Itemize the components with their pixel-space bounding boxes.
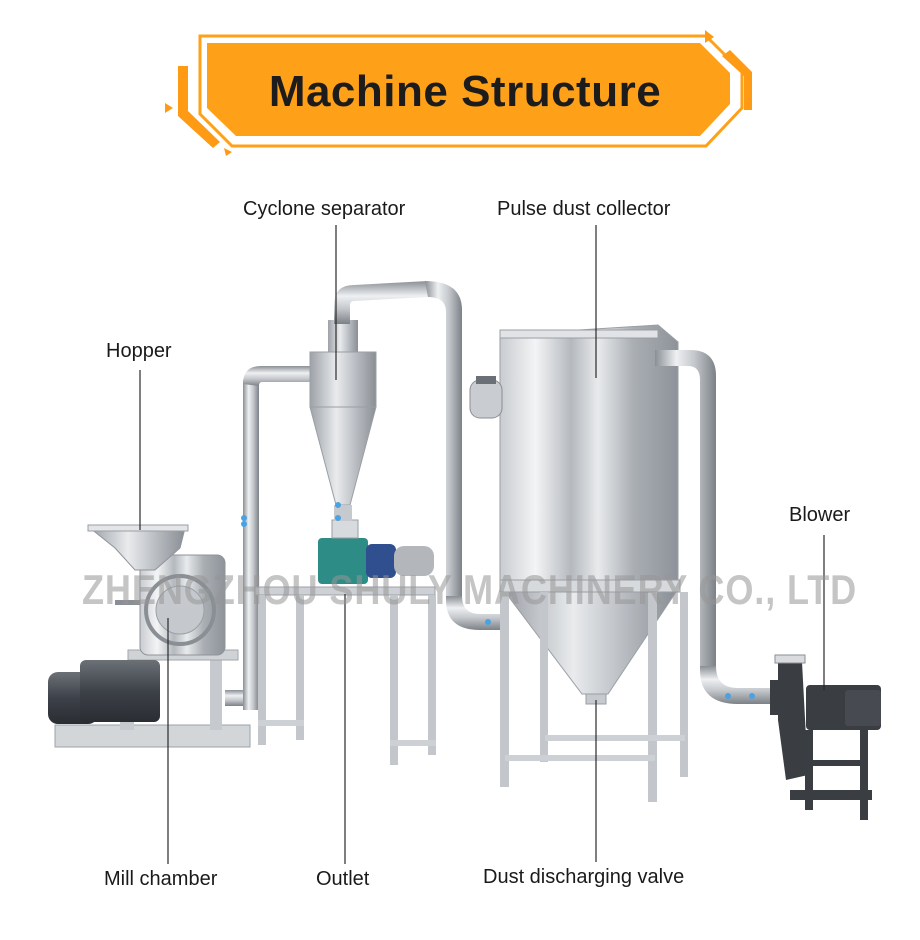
ducting-right — [655, 350, 775, 704]
outlet-table — [254, 519, 436, 765]
blower — [770, 654, 881, 820]
pulse-dust-collector — [469, 324, 688, 802]
leader-lines — [139, 225, 825, 864]
label-pulse-dust-collector: Pulse dust collector — [497, 198, 671, 220]
banner-frame-graphic — [165, 30, 752, 156]
label-dust-discharging-valve: Dust discharging valve — [483, 866, 685, 888]
company-watermark: ZHENGZHOU SHULY MACHINERY CO., LTD — [82, 566, 858, 613]
ducting-top — [334, 281, 505, 630]
label-blower: Blower — [789, 504, 851, 526]
label-cyclone-separator: Cyclone separator — [243, 198, 406, 220]
title-banner: Machine Structure — [0, 0, 920, 160]
pulverizer-mill — [48, 524, 251, 748]
banner-title: Machine Structure — [268, 67, 662, 116]
label-hopper: Hopper — [106, 340, 172, 362]
cyclone-separator — [309, 320, 377, 521]
machine-illustration — [48, 225, 881, 864]
ducting-left — [225, 366, 310, 710]
label-outlet: Outlet — [316, 868, 370, 890]
label-mill-chamber: Mill chamber — [104, 868, 218, 890]
